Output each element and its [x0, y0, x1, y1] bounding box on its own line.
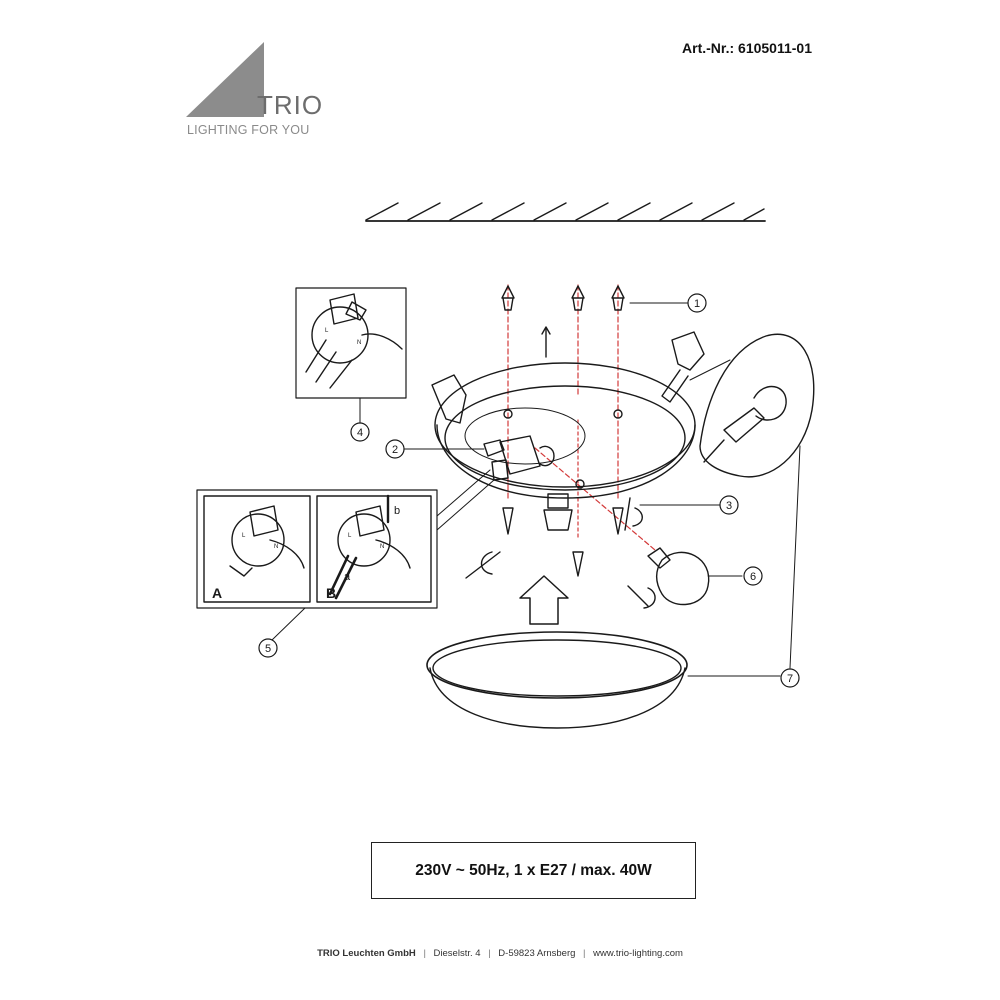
panel-b-label: B [326, 585, 336, 601]
neutral-label: N [274, 544, 278, 550]
spec-text: 230V ~ 50Hz, 1 x E27 / max. 40W [415, 861, 652, 879]
guide-lines [507, 284, 656, 551]
base-plate [431, 331, 705, 531]
callout-4: 4 [357, 427, 363, 439]
article-number: Art.-Nr.: 6105011-01 [682, 40, 812, 56]
wall-plug-icon [501, 285, 625, 311]
callout-5: 5 [265, 643, 271, 655]
callout-circle-4 [350, 422, 370, 442]
footer-separator: | [583, 948, 586, 959]
callout-circle-6 [743, 566, 763, 586]
logo-tagline: LIGHTING FOR YOU [187, 123, 310, 137]
inset-4-connection [295, 287, 407, 424]
callout-1: 1 [694, 298, 700, 310]
footer-separator: | [423, 948, 426, 959]
neutral-label-b: N [380, 544, 384, 550]
detail-bubble [689, 333, 815, 669]
live-label-b: L [348, 533, 352, 539]
neutral-label-4: N [357, 340, 361, 346]
inset-5-wiring [196, 469, 495, 641]
wire-b-label: b [394, 505, 400, 517]
panel-a-label: A [212, 585, 222, 601]
rotate-icon [465, 497, 656, 609]
callout-circle-1 [687, 293, 707, 313]
callout-6: 6 [750, 571, 756, 583]
callout-3: 3 [726, 500, 732, 512]
glass-shade [426, 631, 781, 729]
callout-7: 7 [787, 673, 793, 685]
footer-website[interactable]: www.trio-lighting.com [593, 948, 683, 959]
wire-a-label: a [344, 571, 351, 583]
footer-company: TRIO Leuchten GmbH [317, 948, 416, 959]
callout-circles [258, 293, 800, 688]
arrow-up-icon [541, 326, 551, 358]
lamp-socket-icon [483, 435, 555, 481]
callout-2: 2 [392, 444, 398, 456]
footer-separator: | [488, 948, 491, 959]
live-label-4: L [325, 328, 329, 334]
arrow-up-icon [519, 575, 569, 625]
logo-triangle-icon [186, 42, 264, 117]
live-label: L [242, 533, 246, 539]
screw-icon [502, 507, 624, 577]
light-bulb-icon [647, 547, 743, 606]
footer-street: Dieselstr. 4 [433, 948, 481, 959]
callout-circle-5 [258, 638, 278, 658]
footer: TRIO Leuchten GmbH | Dieselstr. 4 | D-59… [0, 948, 1000, 959]
ceiling-line [365, 202, 766, 222]
footer-city: D-59823 Arnsberg [498, 948, 576, 959]
spec-box: 230V ~ 50Hz, 1 x E27 / max. 40W [371, 842, 696, 899]
terminal-block-icon [329, 293, 367, 325]
logo-word: TRIO [257, 90, 324, 120]
callout-circle-7 [780, 668, 800, 688]
